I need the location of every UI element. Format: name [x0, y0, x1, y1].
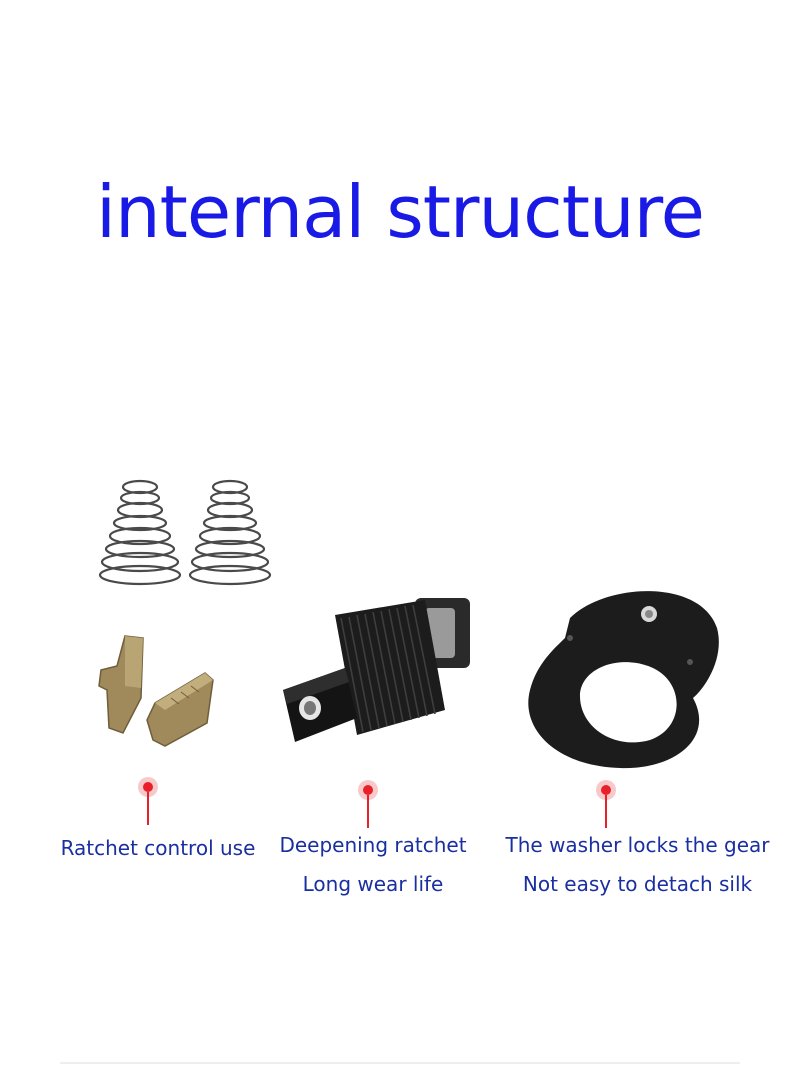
pin-icon	[138, 777, 158, 825]
pin-icon	[596, 780, 616, 828]
caption-washer-line1: The washer locks the gear	[505, 833, 770, 857]
coil-spring-icon	[98, 479, 272, 586]
ratchet-gear-icon	[283, 598, 470, 742]
page-title: internal structure	[96, 170, 705, 254]
caption-ratchet-line1: Deepening ratchet	[279, 833, 467, 857]
ratchet-pawl-icon	[98, 635, 214, 747]
pin-icon	[358, 780, 378, 828]
divider	[60, 1062, 740, 1064]
caption-ratchet-line2: Long wear life	[302, 872, 444, 896]
caption-pawl: Ratchet control use	[60, 836, 256, 860]
caption-washer-line2: Not easy to detach silk	[522, 872, 753, 896]
lock-washer-icon	[528, 591, 719, 769]
